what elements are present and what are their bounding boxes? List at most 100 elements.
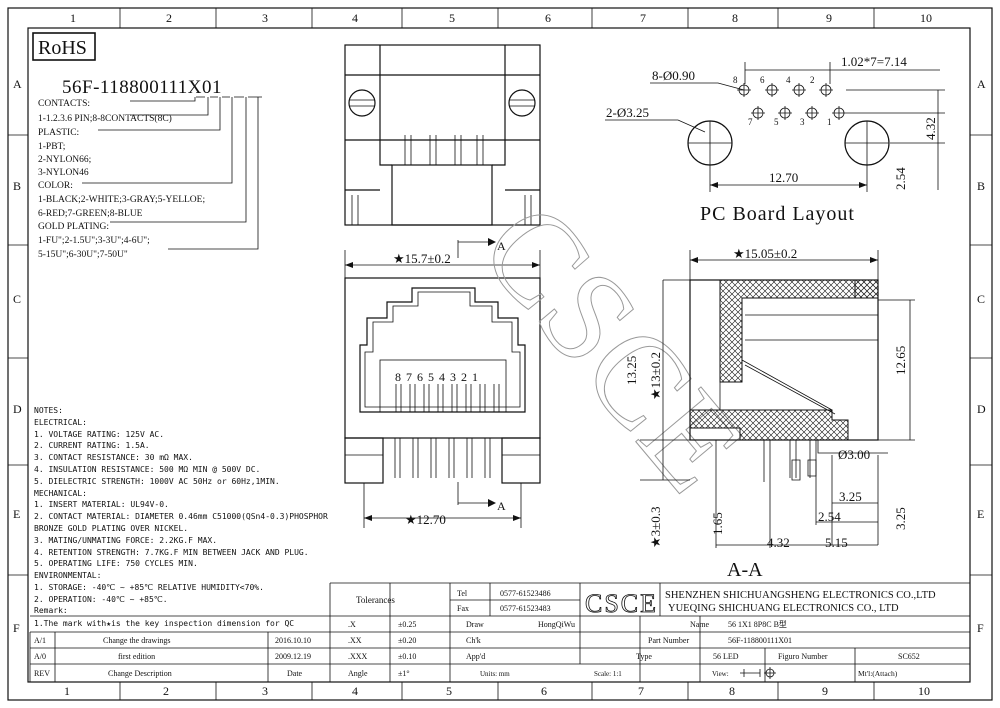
- svg-text:4: 4: [352, 684, 358, 698]
- svg-text:CONTACTS:: CONTACTS:: [38, 99, 90, 109]
- pcb-1270-dim: 12.70: [769, 170, 798, 185]
- svg-text:10: 10: [920, 11, 932, 25]
- svg-text:6: 6: [541, 684, 547, 698]
- svg-text:0577-61523483: 0577-61523483: [500, 604, 551, 613]
- column-markers-bottom: 1 2 3 4 5 6 7 8 9 10: [64, 684, 930, 698]
- svg-text:5: 5: [449, 11, 455, 25]
- side-300-dim: Ø3.00: [838, 447, 870, 462]
- svg-text:A: A: [13, 77, 22, 91]
- svg-text:5-15U";6-30U";7-50U": 5-15U";6-30U";7-50U": [38, 250, 128, 260]
- rohs-label: RoHS: [38, 37, 87, 59]
- svg-text:2: 2: [163, 684, 169, 698]
- svg-text:HongQiWu: HongQiWu: [538, 620, 575, 629]
- column-markers-top: 1 2 3 4 5 6 7 8 9 10: [70, 11, 932, 25]
- svg-text:.XXX: .XXX: [348, 652, 368, 661]
- svg-text:4. RETENTION STRENGTH: 7.7KG.F: 4. RETENTION STRENGTH: 7.7KG.F MIN BETWE…: [34, 548, 309, 557]
- svg-text:SC652: SC652: [898, 652, 920, 661]
- front-view-drawing: ★15.7±0.2 8 7 6 5 4 3 2 1 ★12.70: [344, 250, 541, 528]
- pcb-title: PC Board Layout: [700, 203, 855, 225]
- svg-text:REV: REV: [34, 669, 50, 678]
- svg-text:C: C: [977, 292, 985, 306]
- svg-text:1: 1: [827, 117, 832, 127]
- svg-text:Units: mm: Units: mm: [480, 670, 510, 678]
- svg-text:5. DIELECTRIC STRENGTH: 1000V: 5. DIELECTRIC STRENGTH: 1000V AC 50Hz or…: [34, 477, 280, 486]
- svg-text:1.The mark with★is the key ins: 1.The mark with★is the key inspection di…: [34, 619, 294, 628]
- section-view-drawing: ★15.05±0.2 13.25 ★13±0.2 12.65 Ø3.00 3.2…: [624, 246, 915, 550]
- svg-text:2-NYLON66;: 2-NYLON66;: [38, 155, 91, 165]
- svg-text:Angle: Angle: [348, 669, 368, 678]
- svg-text:3-NYLON46: 3-NYLON46: [38, 168, 89, 178]
- company-name-1: SHENZHEN SHICHUANGSHENG ELECTRONICS CO.,…: [665, 590, 936, 601]
- svg-text:A: A: [497, 239, 506, 253]
- svg-text:±0.25: ±0.25: [398, 620, 416, 629]
- svg-text:1-BLACK;2-WHITE;3-GRAY;5-YELLO: 1-BLACK;2-WHITE;3-GRAY;5-YELLOE;: [38, 195, 205, 205]
- rohs-box: [32, 32, 96, 61]
- svg-text:NOTES:: NOTES:: [34, 406, 63, 415]
- svg-text:5: 5: [446, 684, 452, 698]
- svg-text:3. MATING/UNMATING FORCE: 2.2K: 3. MATING/UNMATING FORCE: 2.2KG.F MAX.: [34, 536, 217, 545]
- svg-text:E: E: [977, 507, 984, 521]
- pcb-432-dim: 4.32: [923, 117, 938, 140]
- svg-text:7: 7: [640, 11, 646, 25]
- svg-text:1: 1: [70, 11, 76, 25]
- svg-text:A/1: A/1: [34, 636, 46, 645]
- svg-text:A: A: [977, 77, 986, 91]
- svg-text:Fax: Fax: [457, 604, 469, 613]
- svg-text:COLOR:: COLOR:: [38, 181, 73, 191]
- pcb-holes-dim: 8-Ø0.90: [652, 68, 695, 83]
- svg-text:Scale: 1:1: Scale: 1:1: [594, 670, 622, 678]
- svg-text:first edition: first edition: [118, 652, 155, 661]
- svg-text:5: 5: [774, 117, 779, 127]
- svg-text:56 LED: 56 LED: [713, 652, 739, 661]
- svg-text:8: 8: [733, 75, 738, 85]
- part-code: 56F-118800111X01: [62, 77, 222, 98]
- svg-text:3: 3: [800, 117, 805, 127]
- outer-frame: [7, 7, 993, 701]
- section-marker-bottom: A: [457, 482, 506, 513]
- side-432-dim: 4.32: [767, 535, 790, 550]
- svg-text:Mt'l:(Attach): Mt'l:(Attach): [858, 669, 898, 678]
- svg-text:2016.10.10: 2016.10.10: [275, 636, 311, 645]
- svg-text:E: E: [13, 507, 20, 521]
- notes-block: NOTES: ELECTRICAL: 1. VOLTAGE RATING: 12…: [34, 406, 328, 628]
- svg-text:2. CURRENT RATING: 1.5A.: 2. CURRENT RATING: 1.5A.: [34, 441, 150, 450]
- svg-text:.XX: .XX: [348, 636, 362, 645]
- section-label: A-A: [727, 559, 763, 581]
- column-ticks: [119, 8, 875, 700]
- side-1265-dim: 12.65: [893, 346, 908, 375]
- svg-text:6-RED;7-GREEN;8-BLUE: 6-RED;7-GREEN;8-BLUE: [38, 209, 143, 219]
- top-view-drawing: [344, 44, 541, 226]
- pcb-pin-labels: 8 6 4 2 7 5 3 1: [733, 75, 832, 127]
- svg-text:8: 8: [729, 684, 735, 698]
- svg-text:PLASTIC:: PLASTIC:: [38, 128, 79, 138]
- svg-text:9: 9: [822, 684, 828, 698]
- svg-text:B: B: [977, 179, 985, 193]
- svg-text:Part Number: Part Number: [648, 636, 689, 645]
- svg-text:Date: Date: [287, 669, 303, 678]
- side-325b-dim: 3.25: [893, 507, 908, 530]
- svg-text:Remark:: Remark:: [34, 606, 68, 615]
- svg-text:6: 6: [545, 11, 551, 25]
- svg-text:C: C: [13, 292, 21, 306]
- svg-text:7: 7: [748, 117, 753, 127]
- svg-text:1. STORAGE: -40℃ ~ +85℃ RELATI: 1. STORAGE: -40℃ ~ +85℃ RELATIVE HUMIDIT…: [34, 583, 264, 592]
- svg-text:3. CONTACT RESISTANCE: 30 mΩ M: 3. CONTACT RESISTANCE: 30 mΩ MAX.: [34, 453, 193, 462]
- projection-icon: [740, 669, 761, 677]
- svg-text:Change the drawings: Change the drawings: [103, 636, 171, 645]
- side-width-dim: ★15.05±0.2: [733, 246, 797, 261]
- svg-text:F: F: [977, 621, 984, 635]
- svg-text:0577-61523486: 0577-61523486: [500, 589, 551, 598]
- svg-text:4: 4: [352, 11, 358, 25]
- svg-text:Tel: Tel: [457, 589, 468, 598]
- svg-text:Tolerances: Tolerances: [356, 595, 395, 605]
- side-1325-dim: 13.25: [624, 356, 639, 385]
- svg-text:Change Description: Change Description: [108, 669, 172, 678]
- svg-text:±0.10: ±0.10: [398, 652, 416, 661]
- pin-numbers: 8 7 6 5 4 3 2 1: [395, 370, 479, 384]
- svg-text:4. INSULATION RESISTANCE: 500: 4. INSULATION RESISTANCE: 500 MΩ MIN @ 5…: [34, 465, 260, 474]
- svg-text:Name: Name: [690, 620, 710, 629]
- svg-text:±0.20: ±0.20: [398, 636, 416, 645]
- svg-text:MECHANICAL:: MECHANICAL:: [34, 489, 87, 498]
- pcb-pitch-dim: 1.02*7=7.14: [841, 54, 907, 69]
